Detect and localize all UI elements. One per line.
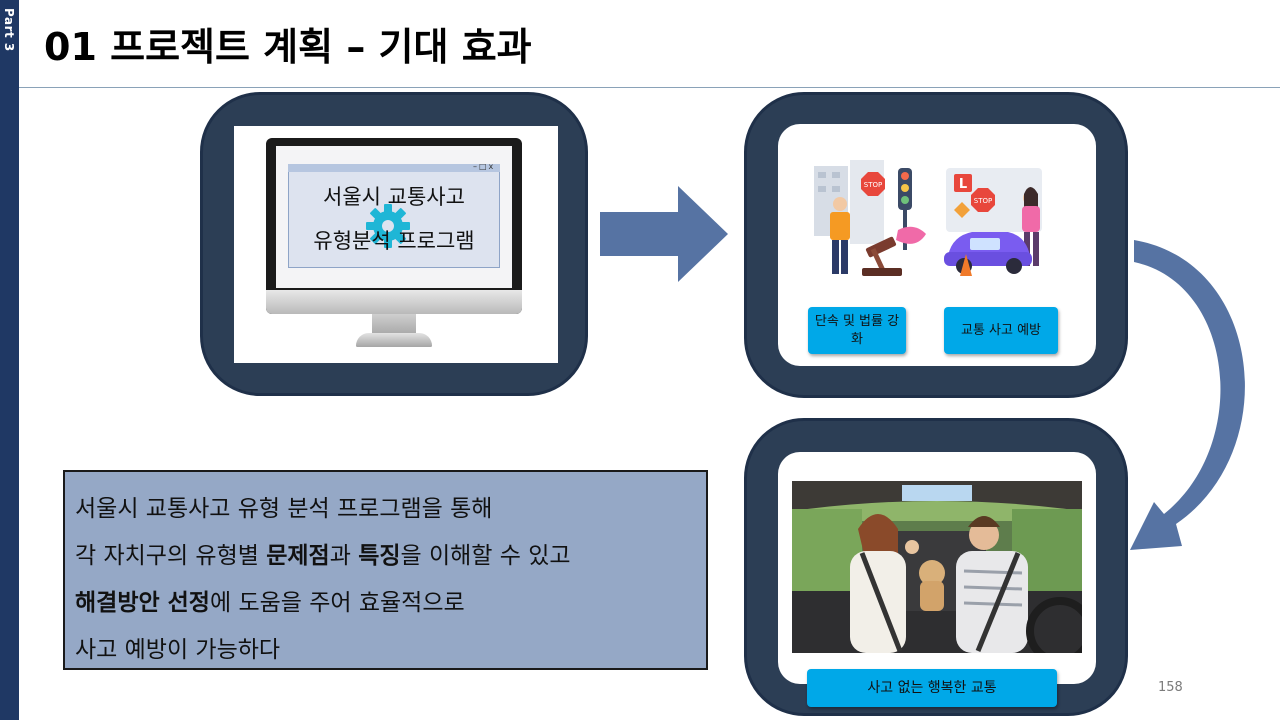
description-line-2: 각 자치구의 유형별 문제점과 특징을 이해할 수 있고 xyxy=(75,543,571,569)
part-label: Part 3 xyxy=(2,8,16,52)
monitor-stand xyxy=(372,314,416,334)
page-number: 158 xyxy=(1158,680,1183,695)
curved-arrow-icon xyxy=(1130,240,1245,550)
description-line-3: 해결방안 선정에 도움을 주어 효율적으로 xyxy=(75,590,465,616)
happy-traffic-tag: 사고 없는 행복한 교통 xyxy=(807,669,1057,707)
monitor-base xyxy=(356,333,432,347)
window-titlebar xyxy=(288,164,500,172)
right-arrow-icon xyxy=(600,186,728,282)
slide-title: 01 프로젝트 계획 – 기대 효과 xyxy=(44,25,532,69)
prevention-tag: 교통 사고 예방 xyxy=(944,307,1058,354)
svg-text:STOP: STOP xyxy=(974,197,992,205)
monitor-chin xyxy=(266,290,522,314)
family-car-photo xyxy=(792,481,1082,653)
side-bar: Part 3 xyxy=(0,0,19,720)
enforcement-tag: 단속 및 법률 강화 xyxy=(808,307,906,354)
traffic-enforcement-illustration: STOP xyxy=(814,160,926,276)
svg-text:L: L xyxy=(959,177,967,192)
svg-text:STOP: STOP xyxy=(864,181,882,189)
title-divider xyxy=(19,87,1280,88)
program-title-line1: 서울시 교통사고 xyxy=(323,185,465,209)
gear-icon xyxy=(366,204,410,248)
window-controls-icon: –□x xyxy=(473,162,496,171)
program-title-line2: 유형분석 프로그램 xyxy=(313,229,475,253)
accident-prevention-illustration: L STOP xyxy=(944,168,1042,276)
description-box: 서울시 교통사고 유형 분석 프로그램을 통해 각 자치구의 유형별 문제점과 … xyxy=(63,470,708,670)
description-line-1: 서울시 교통사고 유형 분석 프로그램을 통해 xyxy=(75,496,493,522)
description-line-4: 사고 예방이 가능하다 xyxy=(75,637,281,663)
